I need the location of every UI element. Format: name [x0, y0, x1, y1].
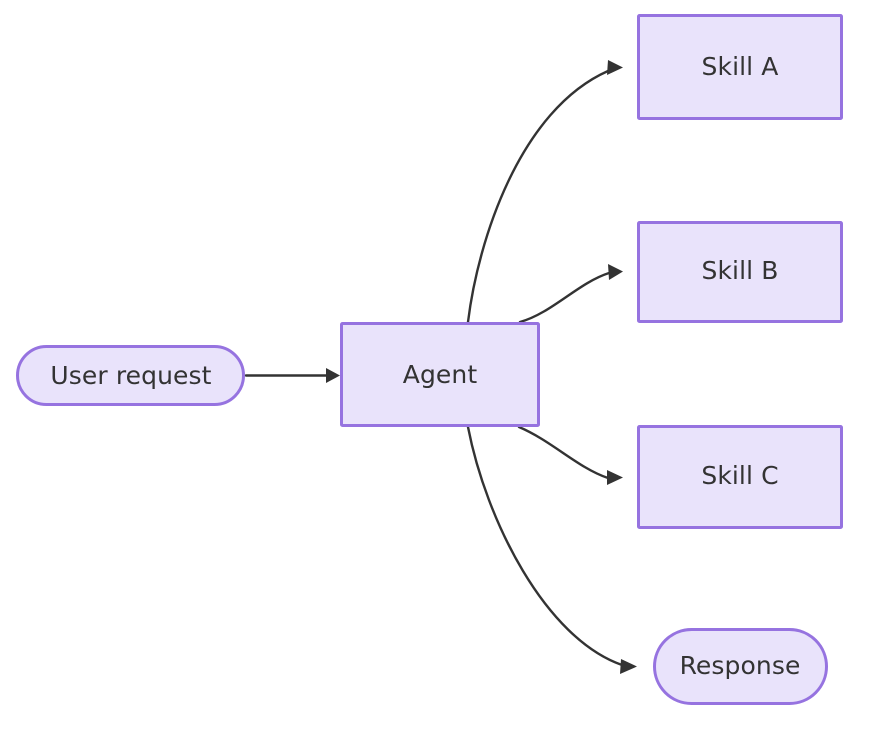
node-skill-b[interactable]: Skill B: [637, 221, 843, 323]
edge-agent-to-skill-b[interactable]: [518, 264, 623, 324]
arrow-head-icon: [326, 368, 340, 383]
edge-agent-to-skill-a[interactable]: [466, 60, 623, 324]
user-request-shape: [16, 345, 245, 406]
skill-c-shape: [637, 425, 843, 529]
skill-a-shape: [637, 14, 843, 120]
node-skill-a[interactable]: Skill A: [637, 14, 843, 120]
user-request-label: User request: [50, 361, 211, 390]
arrow-head-icon: [607, 60, 623, 75]
node-layer: User request Agent Skill A Skill B Skill…: [16, 14, 843, 705]
response-shape: [653, 628, 828, 705]
agent-shape: [340, 322, 540, 427]
arrow-head-icon: [607, 470, 623, 485]
edge-user-request-to-agent[interactable]: [244, 368, 340, 383]
node-user-request[interactable]: User request: [16, 345, 245, 406]
edge-agent-to-skill-c[interactable]: [517, 425, 623, 485]
skill-a-label: Skill A: [702, 52, 779, 81]
arrow-head-icon: [608, 264, 623, 280]
agent-label: Agent: [403, 360, 478, 389]
response-label: Response: [680, 651, 801, 680]
node-agent[interactable]: Agent: [340, 322, 540, 427]
skill-c-label: Skill C: [701, 461, 778, 490]
skill-b-label: Skill B: [702, 256, 779, 285]
node-response[interactable]: Response: [653, 628, 828, 705]
edge-agent-to-response[interactable]: [466, 425, 637, 674]
node-skill-c[interactable]: Skill C: [637, 425, 843, 529]
skill-b-shape: [637, 221, 843, 323]
arrow-head-icon: [620, 659, 637, 674]
edge-layer: [244, 60, 637, 674]
